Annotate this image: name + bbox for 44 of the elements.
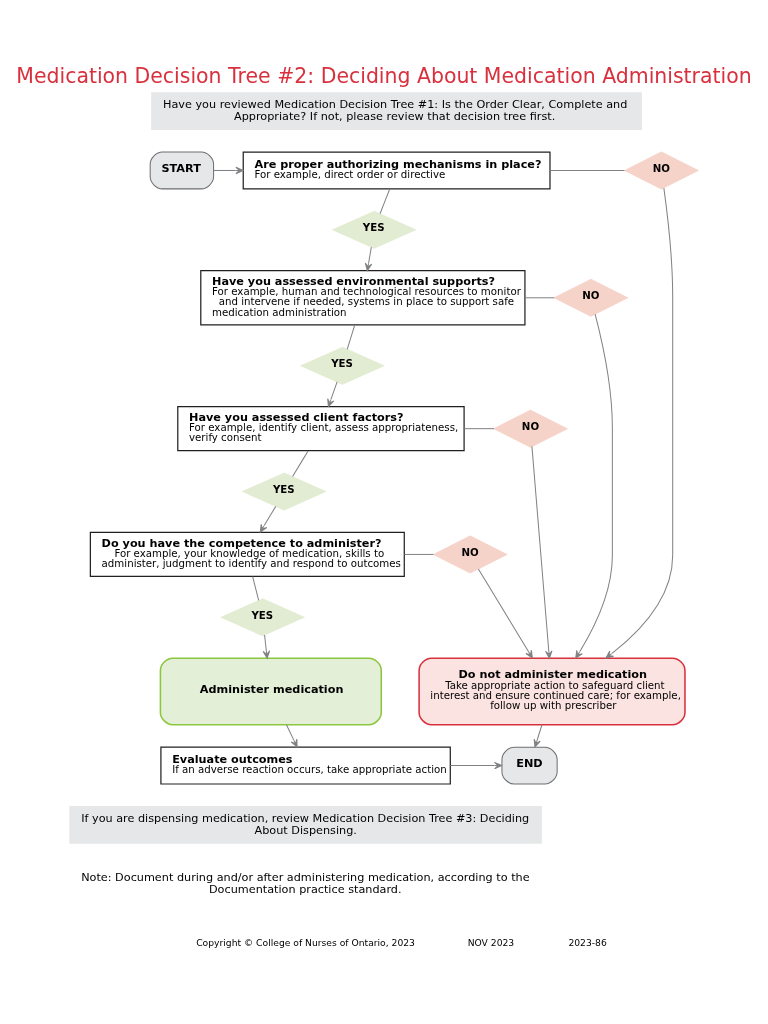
node-box: Have you assessed environmental supports? For example, human and technological resources to monitor and intervene if needed, systems in place to support safe medication administration — [200, 270, 526, 326]
connector — [403, 553, 434, 555]
connector — [292, 450, 309, 478]
label: 2023-86 — [568, 936, 607, 948]
node-box: Have you assessed client factors? For example, identify client, assess appropriateness, verify consent — [177, 406, 465, 452]
connector — [549, 169, 625, 171]
node-box: Are proper authorizing mechanisms in place? For example, direct order or directive — [242, 151, 551, 190]
node-box: Evaluate outcomes If an adverse reaction occurs, take appropriate action — [160, 746, 451, 785]
arrow — [285, 724, 298, 748]
node-diamond: NO — [553, 278, 629, 317]
arrow — [327, 381, 338, 408]
node-box: END — [501, 746, 558, 785]
connector — [346, 324, 356, 350]
label: Copyright © College of Nurses of Ontario, 2023 — [196, 936, 415, 948]
arrow — [259, 505, 277, 533]
label: If you are dispensing medication, review Medication Decision Tree #3: Deciding About Dispensing. — [81, 811, 530, 837]
node-diamond: NO — [492, 409, 569, 448]
arrow — [262, 634, 271, 659]
connector — [252, 576, 260, 601]
node-diamond: NO — [432, 535, 508, 574]
node-diamond: YES — [241, 472, 327, 511]
node-diamond: NO — [623, 151, 700, 190]
diagram-title: Medication Decision Tree #2: Deciding About Medication Administration — [16, 63, 752, 88]
arrow — [575, 313, 613, 659]
arrow — [477, 568, 533, 659]
node-box: Administer medication — [159, 657, 383, 726]
arrow — [213, 166, 244, 175]
connector — [463, 428, 495, 430]
node-box: Do not administer medication Take appropriate action to safeguard client interest and ensure continued care; for example, follow up with prescriber — [418, 657, 686, 726]
arrow — [533, 724, 543, 748]
arrow — [531, 445, 553, 659]
label: NOV 2023 — [467, 936, 515, 948]
arrow — [605, 187, 674, 659]
arrow — [364, 246, 373, 272]
node-diamond: YES — [220, 598, 306, 637]
connector — [524, 297, 555, 299]
connector — [379, 188, 391, 215]
node-diamond: YES — [299, 346, 385, 385]
node-diamond: YES — [331, 210, 417, 249]
node-box: Do you have the competence to administer? For example, your knowledge of medication, skills to administer, judgment to identify and respond to outcomes — [89, 531, 405, 578]
node-box: START — [149, 151, 215, 190]
label: Have you reviewed Medication Decision Tree #1: Is the Order Clear, Complete and Appropriate? If not, please review that decision tree first. — [162, 97, 628, 124]
arrow — [449, 761, 503, 770]
label: Note: Document during and/or after administering medication, according to the Documentation practice standard. — [81, 870, 530, 897]
